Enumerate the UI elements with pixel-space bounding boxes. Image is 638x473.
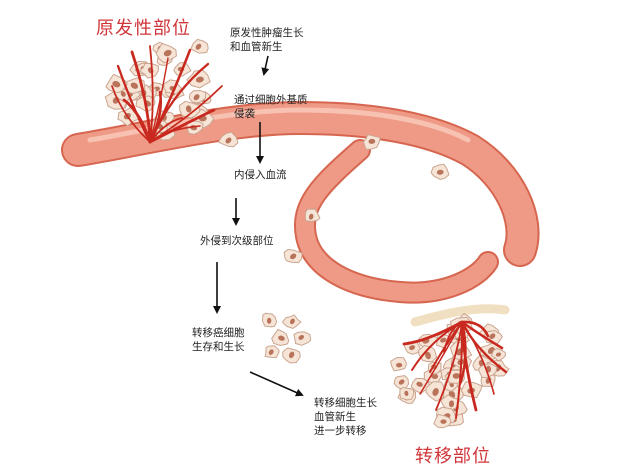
step-metastatic-survival: 转移癌细胞生存和生长 (192, 327, 245, 353)
capillary (148, 90, 163, 144)
step-metastatic-growth: 转移细胞生长血管新生进一步转移 (314, 397, 377, 437)
capillary (111, 85, 151, 143)
tumor-cell-icon (403, 341, 421, 355)
blood-vessel-branch (296, 141, 497, 302)
capillary (148, 108, 216, 144)
tumor-cell-icon (425, 381, 445, 402)
capillary (458, 320, 467, 386)
capillary (130, 50, 152, 144)
tumor-cell-icon (410, 378, 431, 394)
step-extravasation: 外侵到次级部位 (200, 235, 274, 247)
tumor-cell-icon (293, 331, 312, 346)
arrow-down-icon (261, 55, 270, 76)
tumor-cell-icon (390, 357, 407, 372)
tumor-cell-icon (417, 345, 438, 363)
tumor-cell-icon (433, 413, 452, 429)
tumor-cell-icon (490, 348, 506, 362)
tumor-cell-icon (304, 208, 321, 222)
step-primary-growth: 原发性肿瘤生长和血管新生 (230, 27, 304, 53)
stroma-layer (410, 304, 510, 327)
tumor-cell-icon (430, 163, 450, 180)
tumor-cell-icon (399, 387, 415, 401)
step-ecm-invasion: 通过细胞外基质侵袭 (234, 94, 308, 120)
tumor-cell-icon (217, 131, 239, 148)
capillary (460, 320, 508, 374)
tumor-cell-icon (282, 347, 301, 364)
tumor-cell-icon (179, 100, 201, 119)
blood-vessel (63, 102, 538, 265)
tumor-cell-icon (261, 312, 278, 328)
tumor-cell-icon (283, 248, 303, 264)
tumor-cell-icon (393, 375, 410, 390)
primary-site-title: 原发性部位 (96, 18, 191, 39)
tumor-cell-icon (190, 38, 209, 54)
metastasis-site-title: 转移部位 (415, 446, 491, 467)
step-intravasation: 内侵入血流 (234, 169, 287, 181)
metastatic-tumor-capillaries (402, 320, 508, 419)
tumor-cell-icon (155, 43, 177, 64)
capillary (149, 125, 201, 143)
tumor-cell-icon (264, 345, 280, 358)
capillary (460, 320, 490, 338)
circulating-tumor-cells (217, 131, 450, 364)
primary-tumor-capillaries (111, 45, 223, 144)
tumor-cell-icon (188, 90, 207, 104)
capillary (429, 321, 463, 373)
tumor-cell-icon (271, 329, 290, 346)
capillary (460, 320, 504, 350)
tumor-cell-icon (363, 134, 381, 150)
arrow-down-icon (249, 371, 304, 397)
capillary (149, 45, 154, 143)
tumor-cell-icon (440, 394, 459, 411)
capillary (122, 98, 152, 144)
tumor-cell-icon (282, 314, 302, 329)
tumor-cell-icon (186, 69, 211, 89)
